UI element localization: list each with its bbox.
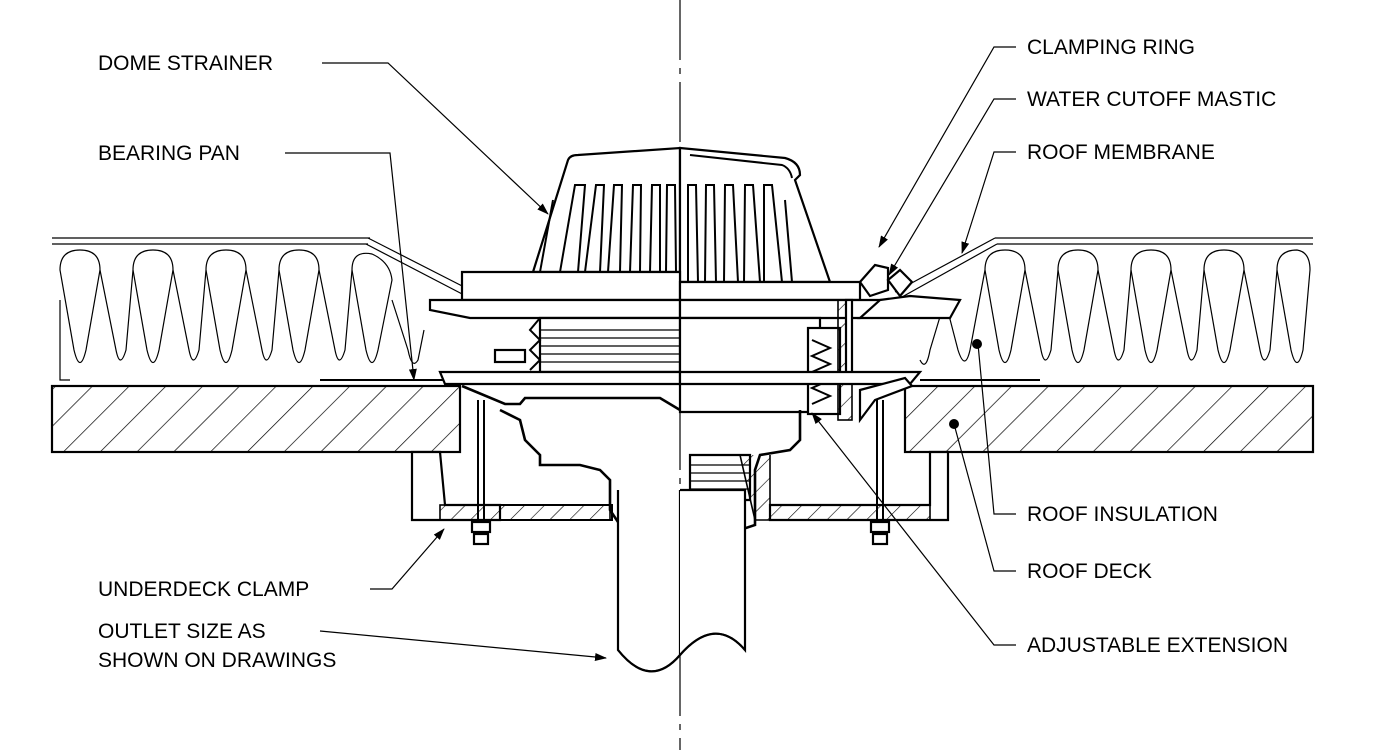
label-bearing-pan: BEARING PAN	[98, 142, 240, 165]
label-clamping-ring: CLAMPING RING	[1027, 36, 1195, 59]
roof-insulation	[52, 237, 1313, 429]
label-underdeck-clamp: UNDERDECK CLAMP	[98, 578, 309, 601]
label-roof-membrane: ROOF MEMBRANE	[1027, 141, 1215, 164]
label-dome-strainer: DOME STRAINER	[98, 52, 273, 75]
label-adjustable-extension: ADJUSTABLE EXTENSION	[1027, 634, 1288, 657]
label-outlet-size-line1: OUTLET SIZE AS	[98, 620, 266, 643]
roof-deck	[50, 384, 1315, 454]
label-outlet-size-line2: SHOWN ON DRAWINGS	[98, 649, 336, 672]
drain-body	[410, 146, 962, 673]
callout-labels: DOME STRAINER BEARING PAN UNDERDECK CLAM…	[98, 36, 1288, 672]
label-water-cutoff-mastic: WATER CUTOFF MASTIC	[1027, 88, 1276, 111]
label-roof-insulation: ROOF INSULATION	[1027, 503, 1218, 526]
leader-lines	[285, 46, 1016, 661]
label-roof-deck: ROOF DECK	[1027, 560, 1152, 583]
